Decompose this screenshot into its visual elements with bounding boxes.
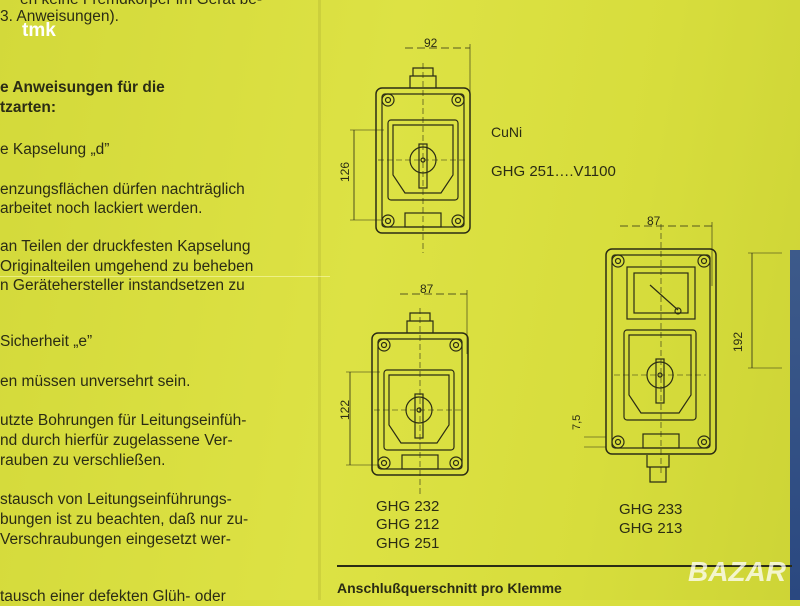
screw-icon [377, 456, 391, 470]
text-line: enzungsflächen dürfen nachträglich [0, 181, 245, 198]
watermark-logo: BAZAR [688, 556, 786, 587]
knob-handle [418, 143, 428, 189]
model-label: GHG 233 [619, 501, 683, 518]
knob-handle [655, 358, 665, 404]
text-line: arbeitet noch lackiert werden. [0, 200, 203, 217]
cable-gland [646, 455, 670, 483]
switch-cover-inner [628, 334, 692, 414]
screw-icon [380, 341, 388, 349]
section-divider [337, 565, 792, 567]
model-label: GHG 251 [376, 535, 440, 552]
screw-icon [611, 435, 625, 449]
screw-icon [700, 257, 708, 265]
dimension-offset: 7,5 [571, 414, 583, 430]
dimension-height: 126 [338, 161, 352, 182]
cable-gland [406, 312, 434, 333]
subheading: e Kapselung „d” [0, 141, 110, 158]
screw-icon [697, 254, 711, 268]
enclosure [375, 87, 471, 234]
section-heading: e Anweisungen für die [0, 79, 165, 96]
background-blue-edge [790, 250, 800, 600]
screw-icon [451, 214, 465, 228]
screw-icon [454, 217, 462, 225]
text-line: bungen ist zu beachten, daß nur zu- [0, 511, 249, 528]
screw-icon [452, 341, 460, 349]
screw-icon [454, 96, 462, 104]
text-line: rauben zu verschließen. [0, 452, 166, 469]
knob-handle [414, 393, 424, 439]
text-line: Verschraubungen eingesetzt wer- [0, 531, 231, 548]
text-line: en keine Fremdkörper im Gerät be- [20, 0, 262, 9]
text-line: stausch von Leitungseinführungs- [0, 491, 232, 508]
dimension-width: 87 [647, 214, 661, 228]
screw-icon [611, 254, 625, 268]
meter-face [633, 272, 689, 314]
screw-icon [452, 459, 460, 467]
screw-icon [381, 214, 395, 228]
model-label: GHG 232 [376, 498, 440, 515]
model-label: GHG 212 [376, 516, 440, 533]
text-line: nd durch hierfür zugelassene Ver- [0, 432, 233, 449]
screw-icon [449, 338, 463, 352]
screw-icon [381, 93, 395, 107]
meter-pivot [674, 307, 682, 315]
section-heading: tzarten: [0, 99, 56, 116]
screw-icon [384, 217, 392, 225]
text-line: Originalteilen umgehend zu beheben [0, 258, 254, 275]
screw-icon [700, 438, 708, 446]
text-line: en müssen unversehrt sein. [0, 373, 191, 390]
section-heading: Anschlußquerschnitt pro Klemme [337, 580, 562, 596]
switch-cover-inner [392, 124, 454, 194]
material-label: CuNi [491, 124, 523, 140]
screw-icon [384, 96, 392, 104]
text-line: 3. Anweisungen). [0, 8, 119, 25]
screw-icon [451, 93, 465, 107]
model-label: GHG 213 [619, 520, 683, 537]
text-line: an Teilen der druckfesten Kapselung [0, 238, 251, 255]
screw-icon [377, 338, 391, 352]
dimension-width: 87 [420, 282, 434, 296]
dimension-height: 192 [731, 331, 745, 352]
screw-icon [614, 438, 622, 446]
model-label: GHG 251….V1100 [491, 163, 616, 180]
cable-gland [409, 67, 437, 88]
meter-frame [626, 266, 696, 320]
screw-icon [449, 456, 463, 470]
subheading: Sicherheit „e” [0, 333, 93, 350]
paper-crease [0, 276, 330, 277]
text-line: n Gerätehersteller instandsetzen zu [0, 277, 245, 294]
switch-cover-inner [388, 374, 450, 444]
screw-icon [380, 459, 388, 467]
screw-icon [697, 435, 711, 449]
text-line: utzte Bohrungen für Leitungseinfüh- [0, 412, 247, 429]
dimension-width: 92 [424, 36, 438, 50]
watermark-logo: tmk [22, 20, 56, 41]
screw-icon [614, 257, 622, 265]
page-fold-shadow [318, 0, 321, 600]
dimension-height: 122 [338, 399, 352, 420]
meter-needle [649, 284, 679, 311]
